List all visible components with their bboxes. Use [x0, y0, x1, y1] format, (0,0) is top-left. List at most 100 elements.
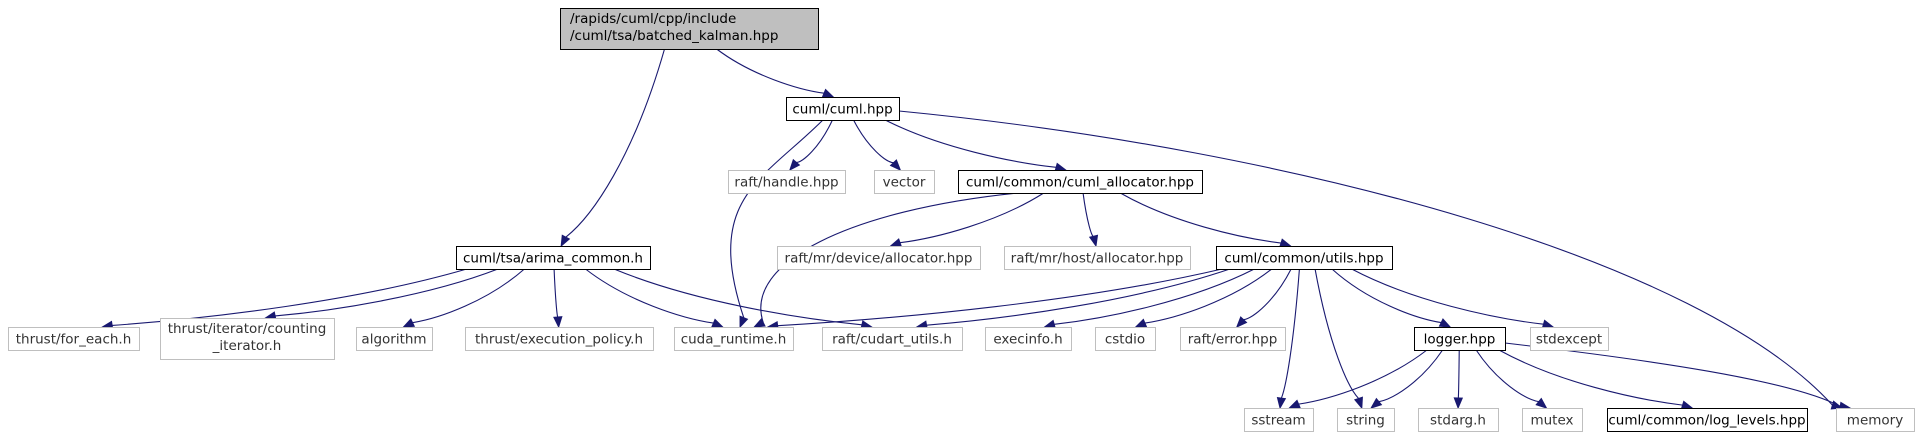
- edge-line: [1120, 192, 1282, 244]
- node-rapids-cuml-cpp-include-cuml-tsa-batched-kalman-hpp[interactable]: /rapids/cuml/cpp/include/cuml/tsa/batche…: [560, 8, 819, 50]
- edge-line: [796, 119, 833, 163]
- node-sstream: sstream: [1244, 408, 1314, 432]
- edge-line: [1243, 268, 1292, 321]
- node-stdexcept: stdexcept: [1530, 327, 1609, 351]
- edge-line: [730, 119, 824, 318]
- edge-cuml_allocator-to-utils_hpp: [1120, 192, 1292, 248]
- edge-root-to-cuml_hpp: [716, 48, 835, 98]
- node-cstdio: cstdio: [1095, 327, 1156, 351]
- node-cuml-common-cuml-allocator-hpp[interactable]: cuml/common/cuml_allocator.hpp: [958, 170, 1203, 194]
- node-label: cuda_runtime.h: [681, 332, 787, 348]
- edge-logger-to-mutex: [1475, 349, 1548, 409]
- edge-line: [1054, 268, 1255, 325]
- node-stdarg-h: stdarg.h: [1418, 408, 1499, 432]
- nodes-layer: /rapids/cuml/cpp/include/cuml/tsa/batche…: [8, 8, 1915, 432]
- edge-arrowhead: [1288, 399, 1301, 409]
- node-label: thrust/for_each.h: [16, 332, 132, 348]
- edge-line: [926, 268, 1231, 326]
- edge-line: [565, 48, 666, 238]
- edge-line: [1378, 349, 1444, 403]
- node-cuml-tsa-arima-common-h[interactable]: cuml/tsa/arima_common.h: [456, 246, 651, 270]
- edge-arrowhead: [1680, 400, 1694, 410]
- edge-arrowhead: [560, 234, 571, 248]
- edge-arrowhead: [1541, 319, 1555, 329]
- edge-line: [1351, 268, 1544, 325]
- edge-arrowhead: [402, 318, 416, 328]
- edge-line: [760, 192, 1018, 323]
- node-raft-mr-host-allocator-hpp: raft/mr/host/allocator.hpp: [1004, 246, 1191, 270]
- node-label: cuml/cuml.hpp: [792, 102, 892, 118]
- node-box: [1244, 408, 1314, 432]
- node-label: cuml/tsa/arima_common.h: [463, 251, 643, 267]
- node-label: /rapids/cuml/cpp/include: [570, 11, 736, 27]
- node-box: [874, 170, 935, 194]
- node-box: [822, 327, 963, 351]
- node-label: stdarg.h: [1430, 413, 1486, 429]
- edge-root-to-arima_common: [560, 48, 666, 248]
- edge-line: [1082, 192, 1095, 237]
- edge-cuml_allocator-to-raft_mr_host: [1082, 192, 1099, 248]
- node-logger-hpp[interactable]: logger.hpp: [1414, 327, 1506, 351]
- node-cuda-runtime-h: cuda_runtime.h: [674, 327, 794, 351]
- edge-arima_common-to-algorithm: [402, 268, 525, 328]
- node-thrust-execution-policy-h: thrust/execution_policy.h: [465, 327, 654, 351]
- edge-arrowhead: [889, 238, 903, 248]
- node-box: [465, 327, 654, 351]
- node-label: stdexcept: [1536, 332, 1602, 348]
- edge-utils_hpp-to-stdexcept: [1351, 268, 1555, 329]
- node-raft-error-hpp: raft/error.hpp: [1180, 327, 1286, 351]
- node-box: [356, 327, 433, 351]
- edge-arima_common-to-cuda_runtime: [585, 268, 724, 328]
- edge-logger-to-memory: [1504, 342, 1852, 411]
- edge-line: [898, 110, 1833, 406]
- edge-arrowhead: [1279, 238, 1292, 248]
- node-label: _iterator.h: [212, 338, 282, 354]
- edge-utils_hpp-to-string: [1314, 268, 1363, 410]
- node-box: [1414, 327, 1506, 351]
- node-memory: memory: [1836, 408, 1915, 432]
- node-label: raft/mr/host/allocator.hpp: [1011, 251, 1184, 267]
- edge-cuml_hpp-to-cuda_runtime: [730, 119, 824, 329]
- node-box: [1337, 408, 1395, 432]
- edge-line: [853, 119, 894, 164]
- node-box: [985, 327, 1072, 351]
- node-cuml-common-log-levels-hpp[interactable]: cuml/common/log_levels.hpp: [1607, 408, 1808, 432]
- edge-logger-to-log_levels: [1498, 349, 1694, 410]
- edge-logger-to-sstream: [1288, 349, 1428, 409]
- node-box: [1216, 246, 1393, 270]
- edge-arrowhead: [1370, 397, 1383, 409]
- node-raft-handle-hpp: raft/handle.hpp: [728, 170, 846, 194]
- node-thrust-iterator-counting-iterator-h: thrust/iterator/counting_iterator.h: [160, 318, 335, 360]
- node-label: cstdio: [1105, 332, 1145, 348]
- edge-arrowhead: [821, 88, 835, 98]
- node-label: execinfo.h: [993, 332, 1062, 348]
- node-vector: vector: [874, 170, 935, 194]
- edge-line: [412, 268, 525, 324]
- edge-arrowhead: [1088, 234, 1099, 248]
- edge-line: [899, 192, 1045, 244]
- node-label: cuml/common/log_levels.hpp: [1608, 413, 1805, 429]
- edges-layer: [100, 48, 1852, 411]
- edge-arrowhead: [1453, 397, 1464, 410]
- node-label: thrust/execution_policy.h: [475, 332, 643, 348]
- node-label: raft/error.hpp: [1188, 332, 1278, 348]
- node-box: [1004, 246, 1191, 270]
- edge-logger-to-string: [1370, 349, 1444, 409]
- edge-arrowhead: [553, 316, 563, 329]
- node-label: string: [1346, 413, 1385, 429]
- edge-arrowhead: [889, 159, 902, 171]
- edge-line: [112, 268, 467, 326]
- edge-line: [1298, 349, 1428, 405]
- edge-arima_common-to-thrust_exec: [553, 268, 563, 329]
- edge-cuml_hpp-to-raft_handle: [788, 119, 833, 172]
- node-label: raft/cudart_utils.h: [832, 332, 952, 348]
- edge-utils_hpp-to-raft_error: [1235, 268, 1292, 328]
- edge-line: [1314, 268, 1360, 399]
- node-cuml-common-utils-hpp[interactable]: cuml/common/utils.hpp: [1216, 246, 1393, 270]
- node-label: mutex: [1530, 413, 1573, 429]
- node-box: [160, 318, 335, 360]
- node-raft-cudart-utils-h: raft/cudart_utils.h: [822, 327, 963, 351]
- node-cuml-cuml-hpp[interactable]: cuml/cuml.hpp: [786, 97, 900, 121]
- node-label: vector: [883, 175, 926, 191]
